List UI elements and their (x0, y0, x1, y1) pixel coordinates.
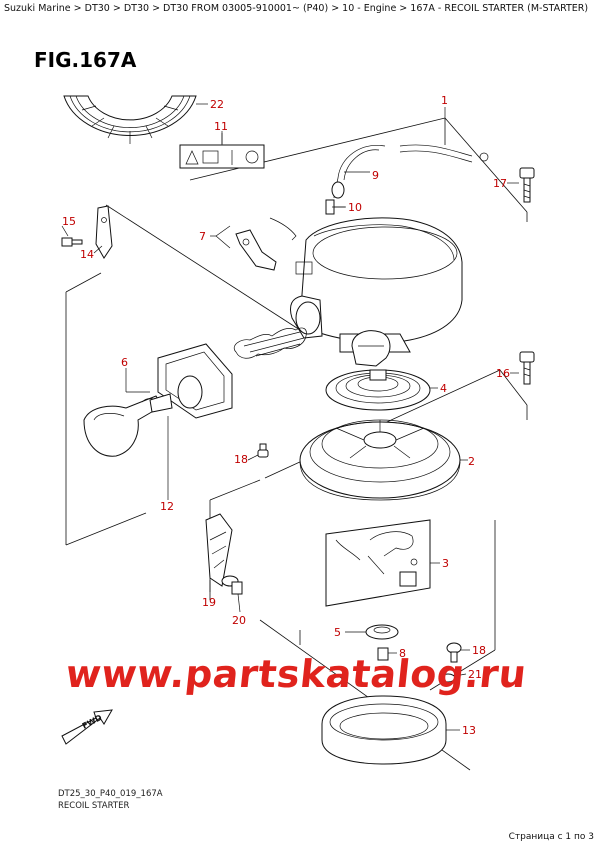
callout-16: 16 (496, 367, 510, 380)
part-18-bolt-right[interactable] (446, 642, 462, 663)
callout-21: 21 (468, 668, 482, 681)
callout-11: 11 (214, 120, 228, 133)
part-11-warning-label[interactable] (179, 133, 265, 169)
part-12-rope-guide[interactable] (149, 343, 233, 500)
part-20-bolt[interactable] (221, 575, 243, 595)
callout-19: 19 (202, 596, 216, 609)
callout-17: 17 (493, 177, 507, 190)
footer-code: DT25_30_P40_019_167A (58, 789, 163, 799)
part-7-lever[interactable] (215, 217, 297, 271)
callout-4: 4 (440, 382, 447, 395)
part-9-rope[interactable] (331, 144, 489, 199)
callout-1: 1 (441, 94, 448, 107)
fwd-label: FWD (81, 713, 104, 731)
part-4-spiral-spring[interactable] (325, 369, 431, 411)
part-13-cover[interactable] (321, 695, 447, 765)
part-15-bolt[interactable] (61, 237, 83, 247)
callout-15: 15 (62, 215, 76, 228)
figure-title: FIG.167A (34, 48, 137, 72)
callout-3: 3 (442, 557, 449, 570)
part-1-recoil-housing[interactable] (289, 217, 463, 353)
callout-5: 5 (334, 626, 341, 639)
watermark: www.partskatalog.ru (63, 652, 529, 696)
callout-6: 6 (121, 356, 128, 369)
part-17-bolt[interactable] (519, 167, 535, 203)
part-3-pawl-kit[interactable] (325, 519, 431, 607)
callout-22: 22 (210, 98, 224, 111)
callout-8: 8 (399, 647, 406, 660)
callout-20: 20 (232, 614, 246, 627)
callout-12: 12 (160, 500, 174, 513)
callout-numbers: 1 2 3 4 5 6 7 8 9 10 11 12 13 14 15 16 1… (62, 94, 510, 737)
page-info: Страница с 1 по 3 (508, 832, 594, 842)
part-19-pawl[interactable] (205, 513, 233, 587)
spring[interactable] (233, 327, 307, 359)
fwd-arrow-icon: FWD (61, 709, 113, 745)
callout-18-right: 18 (472, 644, 486, 657)
callout-7: 7 (199, 230, 206, 243)
starter-pawl[interactable] (351, 330, 391, 367)
leader-lines (61, 107, 519, 731)
part-18-bolt-left[interactable] (257, 443, 269, 458)
part-5-cap[interactable] (365, 624, 399, 640)
part-21-washer[interactable] (440, 673, 456, 683)
breadcrumb[interactable]: Suzuki Marine > DT30 > DT30 > DT30 FROM … (4, 3, 589, 14)
part-2-reel[interactable] (299, 419, 461, 501)
callout-2: 2 (468, 455, 475, 468)
part-22-screen-ring[interactable] (63, 95, 208, 144)
callout-13: 13 (462, 724, 476, 737)
callout-10: 10 (348, 201, 362, 214)
part-14-bracket[interactable] (95, 205, 113, 259)
part-8-nut[interactable] (377, 647, 389, 661)
part-6-handle[interactable] (83, 395, 163, 457)
callout-18-left: 18 (234, 453, 248, 466)
callout-14: 14 (80, 248, 94, 261)
part-16-bolt[interactable] (519, 351, 535, 385)
callout-9: 9 (372, 169, 379, 182)
footer-name: RECOIL STARTER (58, 801, 130, 811)
